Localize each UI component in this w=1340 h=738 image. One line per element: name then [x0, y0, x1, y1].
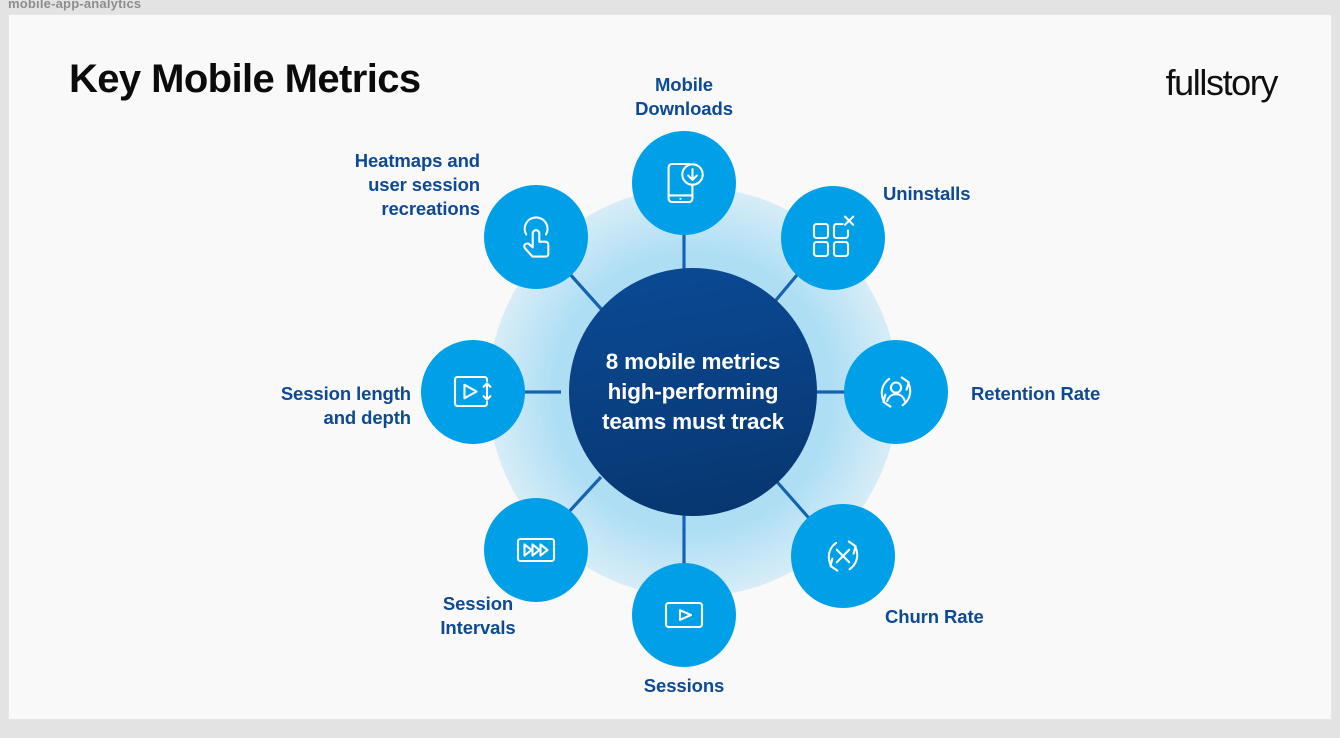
fast-forward-icon — [511, 525, 561, 575]
hub-text: 8 mobile metrics high-performing teams m… — [602, 349, 784, 434]
node-label-sessions: Sessions — [643, 675, 725, 696]
sessions-bubble[interactable] — [632, 563, 736, 667]
node-label-heatmaps: Heatmaps and user session recreations — [354, 150, 480, 220]
node-label-mobile-downloads: Mobile Downloads — [635, 74, 733, 120]
session-length-bubble[interactable] — [421, 340, 525, 444]
uninstalls-bubble[interactable] — [781, 186, 885, 290]
node-label-uninstalls: Uninstalls — [883, 183, 971, 204]
refresh-x-icon — [817, 530, 869, 582]
breadcrumb: mobile-app-analytics — [8, 0, 142, 11]
churn-rate-bubble[interactable] — [791, 504, 895, 608]
node-label-retention-rate: Retention Rate — [971, 383, 1101, 404]
session-intervals-bubble[interactable] — [484, 498, 588, 602]
mobile-downloads-bubble[interactable] — [632, 131, 736, 235]
tap-hand-icon — [510, 211, 562, 263]
hub-circle: 8 mobile metrics high-performing teams m… — [569, 268, 817, 516]
user-refresh-icon — [870, 366, 922, 418]
play-height-icon — [447, 366, 499, 418]
metrics-hub-diagram: 8 mobile metrics high-performing teams m… — [9, 15, 1331, 719]
phone-download-icon — [658, 157, 710, 209]
page-title: Key Mobile Metrics — [69, 57, 421, 101]
retention-rate-bubble[interactable] — [844, 340, 948, 444]
heatmaps-bubble[interactable] — [484, 185, 588, 289]
node-label-session-intervals: Session Intervals — [440, 593, 516, 639]
app-grid-remove-icon — [808, 213, 858, 263]
node-label-churn-rate: Churn Rate — [885, 606, 984, 627]
play-screen-icon — [659, 590, 709, 640]
slide-card: Key Mobile Metrics fullstory 8 mobile me… — [8, 14, 1332, 720]
fullstory-logo: fullstory — [1165, 62, 1279, 103]
node-label-session-length: Session length and depth — [280, 383, 411, 429]
